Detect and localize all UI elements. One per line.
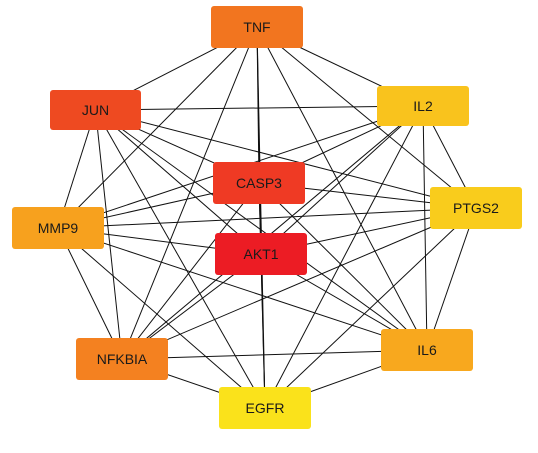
- node-jun[interactable]: JUN: [50, 90, 141, 130]
- edge-jun-il6: [95, 109, 428, 351]
- edge-ptgs2-nfkbia: [121, 207, 477, 360]
- edge-casp3-nfkbia: [121, 182, 260, 360]
- edge-tnf-il6: [256, 26, 428, 351]
- edge-il2-egfr: [264, 105, 424, 409]
- edge-mmp9-nfkbia: [57, 227, 123, 360]
- edge-ptgs2-egfr: [264, 207, 477, 409]
- edge-tnf-ptgs2: [256, 26, 477, 209]
- edge-ptgs2-il6: [426, 207, 477, 351]
- node-ptgs2[interactable]: PTGS2: [430, 187, 522, 229]
- edge-il2-il6: [422, 105, 428, 351]
- node-casp3[interactable]: CASP3: [213, 162, 305, 204]
- edge-jun-il2: [95, 105, 424, 111]
- node-nfkbia[interactable]: NFKBIA: [76, 338, 168, 380]
- edge-mmp9-egfr: [57, 227, 266, 409]
- edge-nfkbia-il6: [121, 349, 428, 360]
- edge-mmp9-il6: [57, 227, 428, 351]
- edge-jun-egfr: [95, 109, 266, 409]
- node-egfr[interactable]: EGFR: [219, 387, 311, 429]
- edge-casp3-il6: [258, 182, 428, 351]
- node-il2[interactable]: IL2: [377, 86, 469, 126]
- edge-jun-akt1: [95, 109, 262, 255]
- edge-mmp9-ptgs2: [57, 207, 477, 229]
- edge-jun-ptgs2: [95, 109, 477, 209]
- edge-il2-nfkbia: [121, 105, 424, 360]
- node-mmp9[interactable]: MMP9: [12, 207, 104, 249]
- node-tnf[interactable]: TNF: [211, 6, 303, 48]
- node-akt1[interactable]: AKT1: [215, 233, 307, 275]
- edge-il2-akt1: [260, 105, 424, 255]
- edge-akt1-egfr: [260, 253, 266, 409]
- node-il6[interactable]: IL6: [381, 329, 473, 371]
- edge-tnf-mmp9: [57, 26, 258, 229]
